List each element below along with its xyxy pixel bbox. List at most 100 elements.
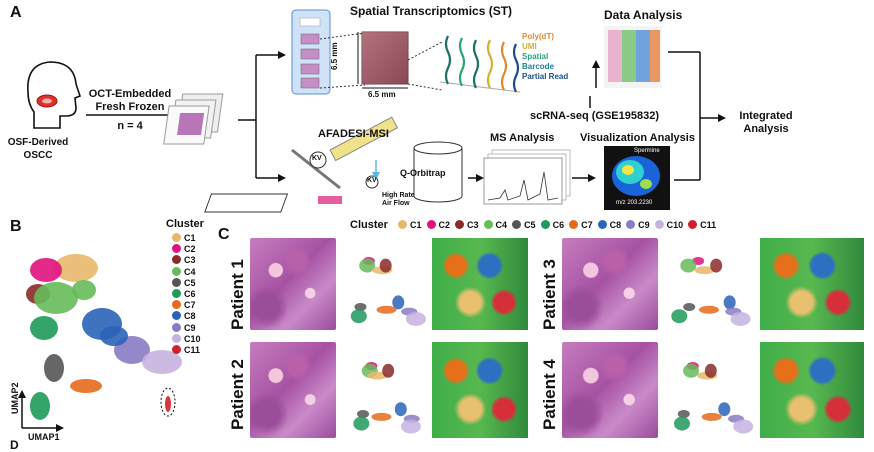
- legend-label: C6: [184, 289, 196, 299]
- panel-a-letter: A: [10, 4, 22, 21]
- legend-label: C2: [438, 220, 451, 230]
- legend-label: C1: [184, 233, 196, 243]
- panel-d-letter: D: [10, 438, 19, 452]
- patient-4-he-image: [562, 342, 658, 438]
- dim-vertical: 6.5 mm: [330, 42, 339, 70]
- mini-umap-blob: [677, 410, 690, 418]
- patient-2-he-image: [250, 342, 336, 438]
- mini-umap-blob: [674, 416, 690, 431]
- mini-umap-blob: [367, 371, 388, 380]
- mini-umap-blob: [701, 412, 722, 421]
- capture-probes-icon: [439, 35, 521, 93]
- legend-label: C3: [467, 220, 479, 230]
- mini-umap-blob: [405, 311, 426, 326]
- legend-swatch: [172, 311, 181, 321]
- data-analysis-title: Data Analysis: [604, 8, 683, 22]
- patient-2-umap: [342, 342, 426, 438]
- legend-swatch: [172, 322, 181, 332]
- legend-label: C8: [609, 220, 622, 230]
- legend-swatch: [172, 266, 181, 276]
- legend-item-c: C4: [483, 220, 508, 230]
- legend-item: C6: [172, 289, 196, 299]
- st-slide-icon: [291, 9, 366, 95]
- scrna-label: scRNA-seq (GSE195832): [530, 110, 660, 122]
- mini-umap-blob: [354, 303, 367, 311]
- legend-swatch: [597, 220, 607, 229]
- legend-item-c: C1: [398, 220, 422, 230]
- mz-label: m/z 203.2230: [616, 200, 653, 206]
- legend-swatch: [172, 333, 181, 343]
- legend-label: C4: [495, 220, 508, 230]
- panel-b-letter: B: [10, 218, 22, 235]
- mini-umap-blob: [382, 363, 395, 378]
- patient-3-umap: [664, 238, 754, 330]
- legend-item-c: C8: [597, 220, 622, 230]
- umap-cluster-blob: [142, 350, 182, 374]
- legend-label: C7: [581, 220, 593, 230]
- legend-label: C9: [184, 322, 196, 333]
- patient-4-umap: [664, 342, 754, 438]
- workflow-diagram: [27, 9, 726, 213]
- legend-item: C4: [172, 266, 196, 277]
- legend-swatch: [172, 277, 181, 287]
- cluster-legend-title: Cluster: [166, 218, 204, 230]
- msi-apparatus-icon: [204, 116, 399, 213]
- mini-umap-blob: [710, 258, 723, 273]
- legend-swatch: [455, 220, 465, 229]
- patient-1-st-map: [432, 238, 528, 330]
- legend-label: C2: [184, 244, 196, 255]
- kv-label-1: KV: [312, 155, 322, 162]
- cluster-legend-title-c: Cluster: [350, 219, 388, 231]
- legend-label: C3: [184, 255, 196, 266]
- slide-stack-icon: [163, 93, 224, 145]
- legend-label: C4: [184, 266, 196, 277]
- legend-item-c: C3: [455, 220, 479, 230]
- n-label: n = 4: [117, 120, 143, 132]
- legend-swatch: [172, 255, 181, 265]
- legend-item: C3: [172, 255, 196, 265]
- data-analysis-image: [604, 26, 662, 88]
- st-component-label: UMI: [522, 42, 537, 51]
- st-title: Spatial Transcriptomics (ST): [350, 4, 513, 18]
- kv-label-2: KV: [367, 177, 377, 184]
- mini-umap-blob: [704, 363, 717, 378]
- mini-umap-blob: [359, 258, 376, 273]
- legend-item: C5: [172, 277, 196, 288]
- legend-swatch: [688, 220, 698, 229]
- umap-ylabel: UMAP2: [10, 382, 20, 414]
- mini-umap-blob: [379, 258, 392, 273]
- legend-item-c: C9: [626, 220, 650, 230]
- legend-swatch: [626, 220, 636, 229]
- legend-label: C10: [184, 333, 201, 344]
- mini-umap-blob: [392, 295, 405, 310]
- air-flow-label: High Rate Air Flow: [382, 192, 415, 207]
- legend-swatch: [172, 289, 181, 298]
- patient-2-st-map: [432, 342, 528, 438]
- legend-swatch: [172, 345, 181, 354]
- legend-item-c: C7: [569, 220, 593, 230]
- legend-swatch: [540, 220, 550, 229]
- legend-swatch: [172, 300, 181, 310]
- mini-umap-blob: [394, 402, 407, 417]
- legend-label: C11: [184, 345, 201, 355]
- umap-cluster-blob: [70, 379, 102, 393]
- patient-3-label: Patient 3: [540, 259, 559, 330]
- umap-cluster-blob: [54, 254, 98, 282]
- legend-swatch: [569, 220, 579, 229]
- umap-xlabel: UMAP1: [28, 432, 60, 442]
- legend-item: C8: [172, 311, 196, 321]
- legend-item-c: C10: [654, 220, 683, 230]
- mini-umap-blob: [683, 303, 696, 311]
- visualization-analysis-label: Visualization Analysis: [580, 132, 695, 144]
- patient-3-he-image: [562, 238, 658, 330]
- st-component-label: Poly(dT): [522, 32, 554, 41]
- legend-item-c: C5: [512, 220, 536, 230]
- umap-cluster-blob: [44, 354, 64, 382]
- integrated-analysis-label: Integrated Analysis: [739, 110, 793, 135]
- oct-label: OCT-Embedded Fresh Frozen: [88, 88, 172, 113]
- afadesi-label: AFADESI-MSI: [318, 128, 389, 140]
- ms-spectra-icon: [483, 149, 571, 205]
- umap-cluster-blob: [72, 280, 96, 300]
- legend-item-c: C6: [540, 220, 564, 230]
- mini-umap-blob: [683, 363, 699, 378]
